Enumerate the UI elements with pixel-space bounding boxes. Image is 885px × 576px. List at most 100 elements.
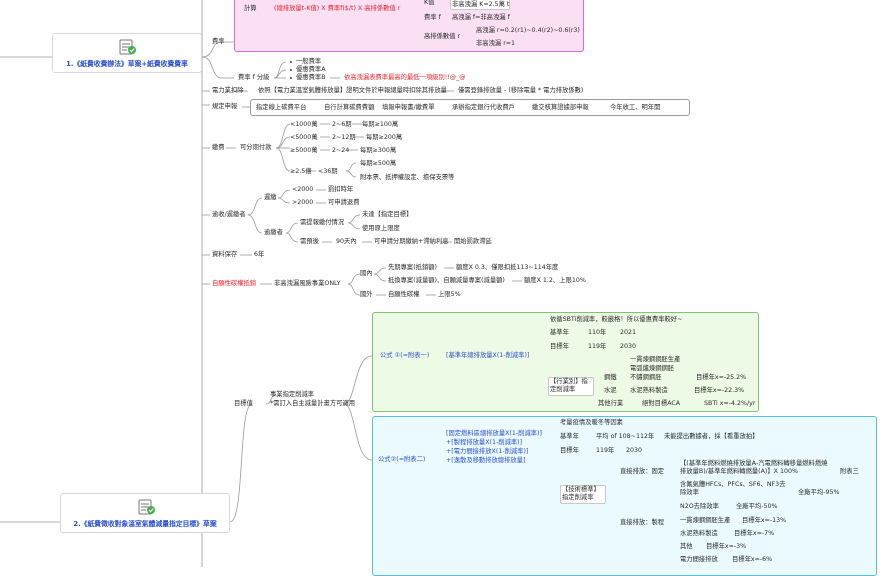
pay-big-min: 每期≥500萬 — [360, 160, 397, 167]
formula-1-target-a: 119年 — [588, 343, 607, 350]
declare-step-5: 繳交核算證據部申報 — [532, 104, 589, 111]
target-desc-1: 事業指定削減率 — [270, 391, 315, 398]
declare-step-1: 指定線上碳費平台 — [256, 104, 307, 111]
formula-1-cement-1: 水泥熟料製造 — [630, 387, 668, 394]
late-label: 逾收/遲繳者 — [212, 211, 246, 218]
fee-calculation-box[interactable] — [234, 0, 584, 52]
overdue-1: 需提報繳付情況 — [300, 219, 345, 226]
pay-big-guarantee: 附本票、抵押權設定、擔保支票等 — [360, 174, 455, 181]
formula-1-base-year: 基準年 — [550, 329, 569, 336]
fee-note: 依高洩漏表費率最高的最低一項級別!!@_@ — [344, 74, 466, 81]
formula-2-fixed-note: 附表三 — [840, 468, 859, 475]
formula-2-line-4: +[逸散及移動排放總排放量] — [446, 457, 526, 464]
formula-2-fixed-desc: 【(基準年燃料燃燒排放量A-汽電燃料轉移量燃料燃燒排放量B)/基準年燃料轉燃量(… — [680, 460, 828, 475]
pay-row-2-amount: <5000萬 — [290, 134, 318, 141]
formula-2-tech-node[interactable] — [560, 485, 606, 504]
pay-label: 繳費 — [212, 144, 225, 151]
r-label: 高排係數值 r — [424, 33, 461, 40]
declare-step-2: 自行計算碳費費額 — [324, 104, 375, 111]
formula-2-gas: 含氟氣體HFCs、PFCs、SF6、NF3去除效率 — [680, 481, 786, 496]
bullet — [290, 77, 292, 79]
formula-2-target-a: 119年 — [596, 447, 615, 454]
formula-1-other-rate: SBTi x=-4.2%/yr — [704, 400, 756, 407]
formula-2-power: 電力間接排放 — [680, 556, 718, 563]
formula-1-label: 公式 ①(=附表一) — [380, 352, 430, 359]
formula-2-other: 其他 — [680, 543, 693, 550]
keep-years: 6年 — [254, 251, 265, 258]
formula-2-other-rate: 目標年x=-3% — [706, 543, 747, 550]
pay-big-periods: <36期 — [318, 168, 338, 175]
declare-step-3: 填報申報書/繳費單 — [382, 104, 435, 111]
formula-1-steel: 鋼鐵 — [604, 374, 617, 381]
pay-row-1-periods: 2~6期 — [332, 121, 352, 128]
formula-2-direct-fixed: 直接排放：固定 — [620, 468, 665, 475]
target-desc-2: *需訂入自主減量計畫方可適用 — [270, 400, 356, 407]
document-check-icon — [117, 39, 137, 55]
formula-2-steel: 一貫煉鋼鋼胚生產 — [680, 517, 731, 524]
formula-2-cement: 水泥熟料製造 — [680, 530, 718, 537]
carbon-dom-2: 抵換專案(減量額)、自願減量專案(減量額) — [388, 277, 505, 284]
formula-2-base-year: 基準年 — [560, 433, 579, 440]
document-check-icon — [136, 499, 156, 515]
carbon-dom-1: 先期專案(抵銷額) — [388, 264, 437, 271]
overdue-2: 需預後 — [300, 238, 319, 245]
pay-split: 可分期付款 — [240, 144, 272, 151]
declare-step-4: 承辦指定銀行代收費戶 — [452, 104, 515, 111]
rate-class-label: 費率 f 分級 — [238, 74, 270, 81]
formula-1-industry-node[interactable] — [548, 377, 594, 396]
pay-big-amount: ≥2.5億 — [290, 168, 312, 175]
carbon-for-1: 自願性碳權 — [388, 291, 420, 298]
pay-row-2-periods: 2~12期 — [332, 134, 356, 141]
late-pay-2: >2000 — [292, 199, 314, 206]
power-desc: 依照【電力業溫室氣體排放量】證明文件於申報總量時扣除其排放量 — [258, 87, 447, 94]
root-node-label: 1.《紙費收費辦法》草案+紙費收費費率 — [66, 60, 188, 68]
overdue-1b: 使用原上限度 — [362, 225, 400, 232]
formula-2-base-b: 未能提出數據者，採【看重放拍】 — [664, 433, 759, 440]
formula-1-target-year: 目標年 — [550, 343, 569, 350]
formula-1-steel-2: 電弧爐煉鋼鋼胚 — [630, 365, 675, 372]
formula-2-base-a: 平均 of 108~112年 — [596, 433, 655, 440]
pay-row-2-min: 每期≥200萬 — [366, 134, 403, 141]
fee-general: 一般費率 — [296, 58, 322, 65]
target-label: 目標值 — [234, 400, 253, 407]
formula-2-line-2: +[製程排放量X(1-削減率)] — [446, 439, 523, 446]
overdue-label: 逾繳者 — [264, 229, 283, 236]
carbon-dom-2b: 額度X 1.2、上限10% — [524, 277, 586, 284]
overdue-2b: 可申請分期繳納+滯納利息 — [374, 238, 449, 245]
formula-1-target-b: 2030 — [620, 343, 637, 350]
formula-2-target-b: 2030 — [626, 447, 643, 454]
k-value-node[interactable] — [450, 0, 510, 10]
formula-1-cement-rate: 目標年x=-22.3% — [694, 387, 745, 394]
declare-steps-box[interactable] — [250, 99, 690, 116]
pay-row-3-amount: ≥5000萬 — [290, 147, 318, 154]
formula-2-power-rate: 目標年x=-6% — [732, 556, 773, 563]
formula-2-steel-rate: 目標年x=-13% — [742, 517, 787, 524]
root-node-fee-rules[interactable]: 1.《紙費收費辦法》草案+紙費收費費率 — [52, 33, 202, 73]
formula-1-other-1: 絕對目標ACA — [642, 400, 681, 407]
declare-label: 規定申報 — [212, 103, 238, 110]
carbon-label: 自願性碳權抵銷 — [212, 280, 257, 287]
formula-1-other: 其他行業 — [598, 400, 624, 407]
formula-1-expr: [基準年總排放量X(1-削減率)] — [446, 352, 530, 359]
formula-1-steel-3: 不鏽鋼鋼胚 — [630, 374, 662, 381]
formula-1-steel-1: 一貫煉鋼鋼胚生產 — [630, 356, 681, 363]
overdue-1a: 未達【指定目標】 — [362, 211, 413, 218]
formula-2-direct-process: 直接排放：製程 — [620, 519, 665, 526]
root-node-label: 2.《紙費徵收對象溫室氣體減量指定目標》草案 — [73, 520, 217, 528]
pay-row-3-min: 每期≥300萬 — [360, 147, 397, 154]
root-node-reduction-target[interactable]: 2.《紙費徵收對象溫室氣體減量指定目標》草案 — [60, 493, 230, 533]
formula-2-box[interactable] — [372, 416, 877, 576]
bullet — [290, 69, 292, 71]
formula-1-note: 依循SBTi削減率，較嚴格！所以優惠費率較好~ — [550, 316, 683, 323]
formula-1-base-b: 2021 — [620, 329, 637, 336]
formula-1-box[interactable] — [372, 312, 759, 412]
overdue-2c: 開始罰款滯延 — [454, 238, 492, 245]
formula-2-n2o-rate: 全廠平均-50% — [736, 503, 778, 510]
formula-2-target-year: 目標年 — [560, 447, 579, 454]
formula-2-gas-rate: 全廠平均-95% — [798, 489, 840, 496]
carbon-domestic: 國內 — [360, 270, 373, 277]
formula-2-line-1: [固定燃料區總排放量X(1-削減率)] — [446, 430, 542, 437]
r-non-high: 非高洩漏 r=1 — [476, 40, 516, 47]
late-pay-1: <2000 — [292, 186, 314, 193]
late-pay-2b: 可申請退費 — [328, 199, 360, 206]
